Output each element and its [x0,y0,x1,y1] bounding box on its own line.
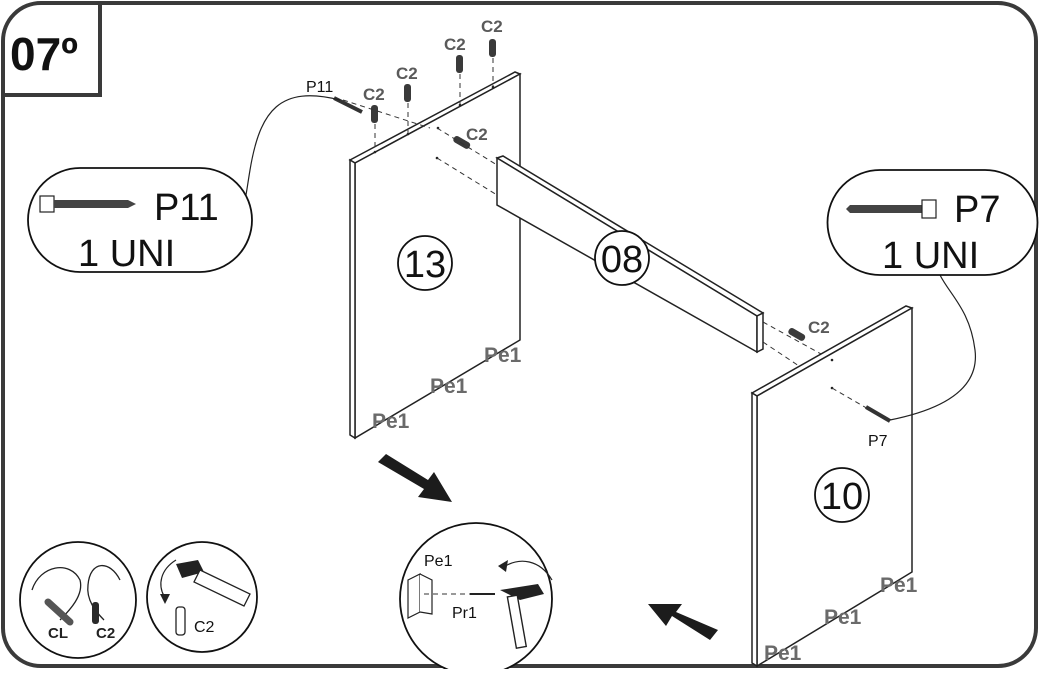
edge-band-label: Pe1 [764,642,802,665]
part-number-circle [814,467,870,523]
screw-icon [39,195,136,213]
glue-label: CL [48,625,68,642]
detail-label: Pe1 [424,553,453,570]
edge-band-label: Pe1 [372,410,410,433]
callout-left: P11 1 UNI [27,167,253,275]
dowel-icon [404,84,411,102]
dowel-label: C2 [96,625,115,642]
step-badge: 07º [3,3,102,97]
callout-code: P7 [954,189,1000,231]
direction-arrow-icon [648,604,718,640]
screw-icon [846,199,937,219]
part-number-circle [594,230,650,286]
screw-label: P11 [306,79,333,96]
dowel-label: C2 [194,619,215,636]
dowel-label: C2 [481,17,503,36]
part-number-circle [397,235,453,291]
panel-13: 13 Pe1 Pe1 Pe1 [348,71,522,440]
dowel-icon [456,55,463,73]
detail-label: Pr1 [452,605,477,622]
panel-10: 10 Pe1 Pe1 Pe1 [750,305,918,668]
dowel-icon [371,105,378,123]
step-number: 07º [10,28,78,80]
edge-band-strip [407,573,421,619]
callout-code: P11 [154,187,219,229]
dowel-label: C2 [808,318,830,337]
hammer-icon [176,560,251,607]
screw-p7: P7 [831,274,976,450]
screw-label: P7 [868,433,888,450]
callout-qty: 1 UNI [78,233,175,275]
direction-arrow-icon [378,454,452,502]
detail-edge-band: Pe1 Pr1 [399,522,553,674]
panel-13-number: 13 [404,244,446,286]
panel-10-number: 10 [821,476,863,518]
dowel-label: C2 [444,35,466,54]
arrow-up-left [648,604,718,640]
dowel-icon [175,606,186,636]
edge-band-label: Pe1 [880,574,918,597]
arrow-down-right [378,454,452,502]
detail-hammer-dowel: C2 [146,541,258,653]
dowel-label: C2 [363,85,385,104]
edge-band-label: Pe1 [824,606,862,629]
edge-band-label: Pe1 [484,344,522,367]
hands-icon [31,564,121,626]
dowel-icon [489,39,496,57]
edge-band-label: Pe1 [430,375,468,398]
dowel-label: C2 [396,64,418,83]
motion-arrow-icon [160,559,177,597]
panel-08: 08 [436,127,765,354]
detail-glue: CL C2 [19,541,137,659]
dowels-top: C2 C2 C2 C2 C2 [363,17,503,152]
dowel-icon [788,327,806,341]
dowel-label: C2 [466,125,488,144]
dowel-icon [453,136,471,149]
callout-right: P7 1 UNI [826,169,1039,277]
callout-qty: 1 UNI [882,235,979,277]
hammer-icon [500,584,544,649]
panel-08-number: 08 [601,239,643,281]
